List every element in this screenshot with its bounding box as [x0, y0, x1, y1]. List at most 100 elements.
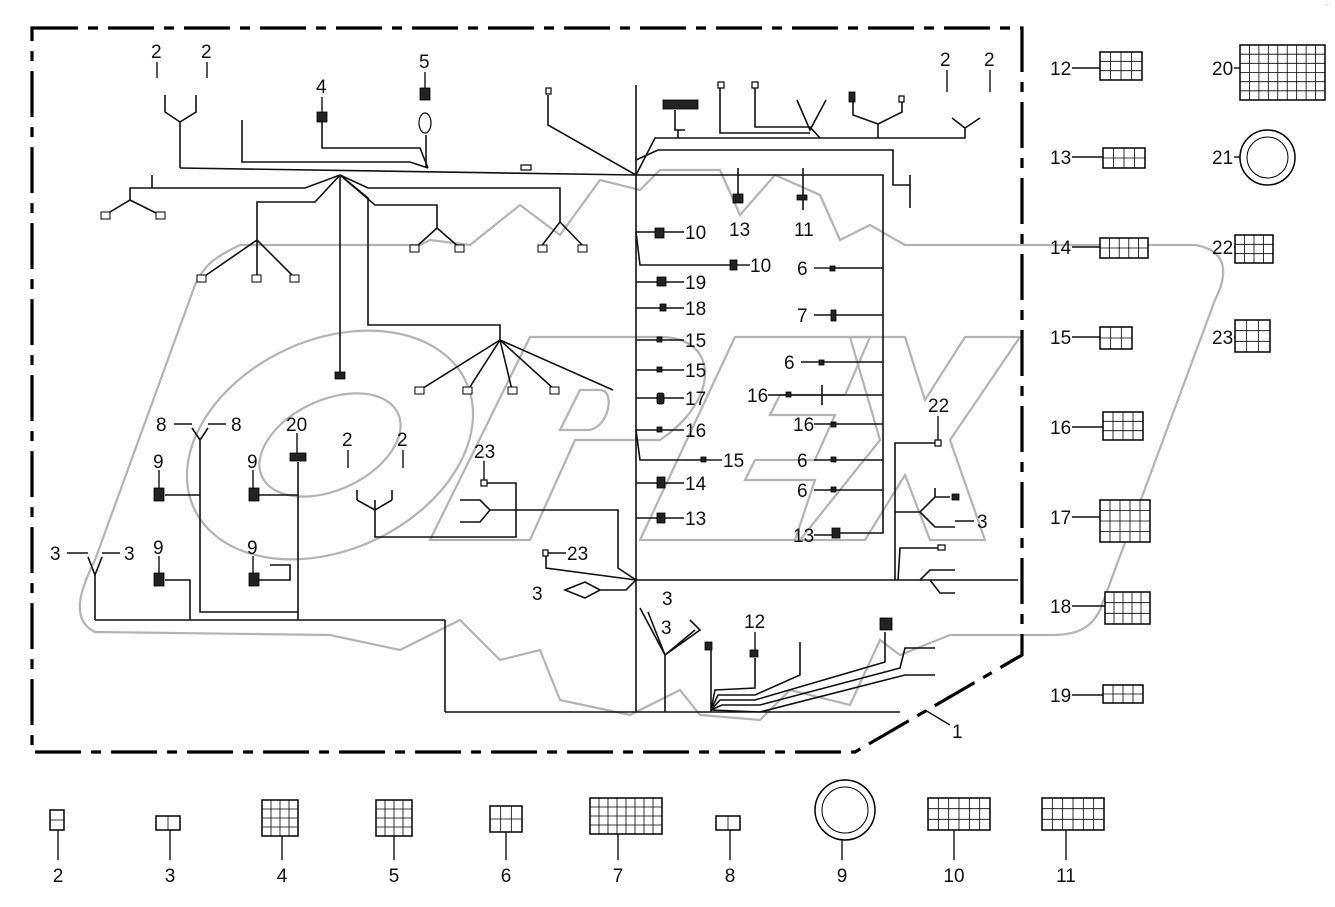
callout-15a: 15	[685, 331, 706, 352]
connector-17	[656, 392, 665, 405]
legend-number: 9	[837, 866, 848, 887]
callout-18: 18	[685, 299, 706, 320]
legend-number: 18	[1050, 597, 1071, 618]
legend-number: 10	[943, 866, 964, 887]
round-switch-21-icon	[1239, 129, 1296, 186]
connector-top-1	[717, 81, 725, 89]
callout-3f: 3	[977, 512, 988, 533]
connector-top-2	[751, 81, 759, 89]
connector-7-icon	[589, 797, 663, 835]
legend-item-17: 17	[1050, 499, 1151, 543]
connector-19	[656, 276, 667, 287]
callout-2c: 2	[940, 50, 951, 71]
callout-4: 4	[316, 77, 327, 98]
connector-16a	[785, 391, 792, 398]
legend-number: 20	[1212, 59, 1233, 80]
callouts-left: 8 8 9 9 9 9 3 3 20 2 2 23	[50, 415, 495, 573]
connector-9b	[248, 487, 260, 502]
callout-2d: 2	[984, 50, 995, 71]
connector-18	[659, 303, 667, 312]
callout-3b: 3	[124, 544, 135, 565]
connector-19-icon	[1102, 684, 1144, 704]
callouts-bottom: 23 3 3 3 12 22 3	[532, 396, 988, 650]
watermark-p	[428, 335, 707, 542]
end-connectors	[100, 211, 588, 395]
connector-9d	[248, 572, 260, 587]
connector-11	[796, 194, 808, 201]
connector-6b	[818, 359, 825, 366]
callout-10a: 10	[685, 223, 706, 244]
connector-10-icon	[927, 797, 991, 831]
callout-16: 16	[685, 421, 706, 442]
callout-19: 19	[685, 273, 706, 294]
callout-12: 12	[744, 612, 765, 633]
connector-16	[656, 426, 663, 433]
callout-10b: 10	[750, 256, 771, 277]
callout-16a: 16	[747, 386, 768, 407]
callout-13: 13	[685, 509, 706, 530]
callout-17: 17	[685, 389, 706, 410]
callout-2b: 2	[201, 42, 212, 63]
legend-number: 2	[53, 866, 64, 887]
legend-number: 6	[501, 866, 512, 887]
legend-number: 5	[389, 866, 400, 887]
callout-14: 14	[685, 474, 707, 495]
legend-item-6: 6	[489, 805, 523, 887]
callout-23b: 23	[567, 544, 588, 565]
legend-item-9: 9	[814, 779, 876, 887]
connector-mid	[334, 371, 346, 380]
connector-5	[419, 87, 431, 101]
connector-10a	[654, 227, 665, 239]
legend-item-13: 13	[1050, 147, 1146, 169]
legend-item-22: 22	[1212, 234, 1274, 264]
legend-item-14: 14	[1050, 237, 1149, 259]
callout-13-top: 13	[729, 220, 750, 241]
legend-number: 8	[725, 866, 736, 887]
grommet	[418, 112, 432, 134]
legend-item-23: 23	[1212, 319, 1271, 353]
legend-item-12: 12	[1050, 51, 1143, 81]
corner-mark: ···	[1324, 2, 1331, 9]
connector-17-icon	[1099, 499, 1151, 543]
callouts-center-top: 13 11	[729, 220, 814, 241]
callout-6c: 6	[797, 451, 808, 472]
connector-13-icon	[1102, 147, 1146, 169]
callouts-top-right: 2 2	[940, 50, 995, 92]
legend-item-18: 18	[1050, 591, 1151, 625]
legend-item-5: 5	[375, 799, 413, 887]
legend-number: 11	[1056, 866, 1076, 887]
legend-item-7: 7	[589, 797, 663, 887]
connector-16b	[830, 421, 837, 428]
legend-number: 7	[613, 866, 624, 887]
round-connector-9-icon	[814, 779, 876, 841]
connector-6a	[829, 265, 836, 272]
legend-item-2: 2	[49, 809, 65, 887]
callout-5: 5	[419, 52, 430, 73]
callout-6d: 6	[797, 481, 808, 502]
legend-item-16: 16	[1050, 411, 1144, 441]
connector-22-icon	[1234, 234, 1274, 264]
connector-top-3	[848, 91, 856, 103]
legend-number: 21	[1212, 148, 1233, 169]
terminal-3-icon	[155, 815, 181, 831]
connector-18-icon	[1104, 591, 1151, 625]
connector-5-icon	[375, 799, 413, 837]
watermark-x	[797, 335, 1023, 542]
legend-number: 16	[1050, 418, 1071, 439]
callout-9a: 9	[153, 452, 164, 473]
terminal-2-icon	[49, 809, 65, 831]
callout-20: 20	[286, 415, 307, 436]
callout-6b: 6	[784, 353, 795, 374]
connector-bottom-b	[879, 617, 893, 631]
callouts-center-left: 10 10 19 18 15 15 17 16 15 14 13	[662, 223, 771, 530]
callout-9d: 9	[247, 538, 258, 559]
callout-assembly: 1	[952, 722, 963, 743]
connector-13-top	[732, 193, 744, 204]
connector-23b	[542, 549, 549, 557]
callout-8a: 8	[156, 415, 167, 436]
harness-boundary	[30, 26, 1024, 754]
callout-2f: 2	[397, 430, 408, 451]
watermark-o-outer	[185, 329, 475, 561]
callout-22: 22	[928, 396, 949, 417]
